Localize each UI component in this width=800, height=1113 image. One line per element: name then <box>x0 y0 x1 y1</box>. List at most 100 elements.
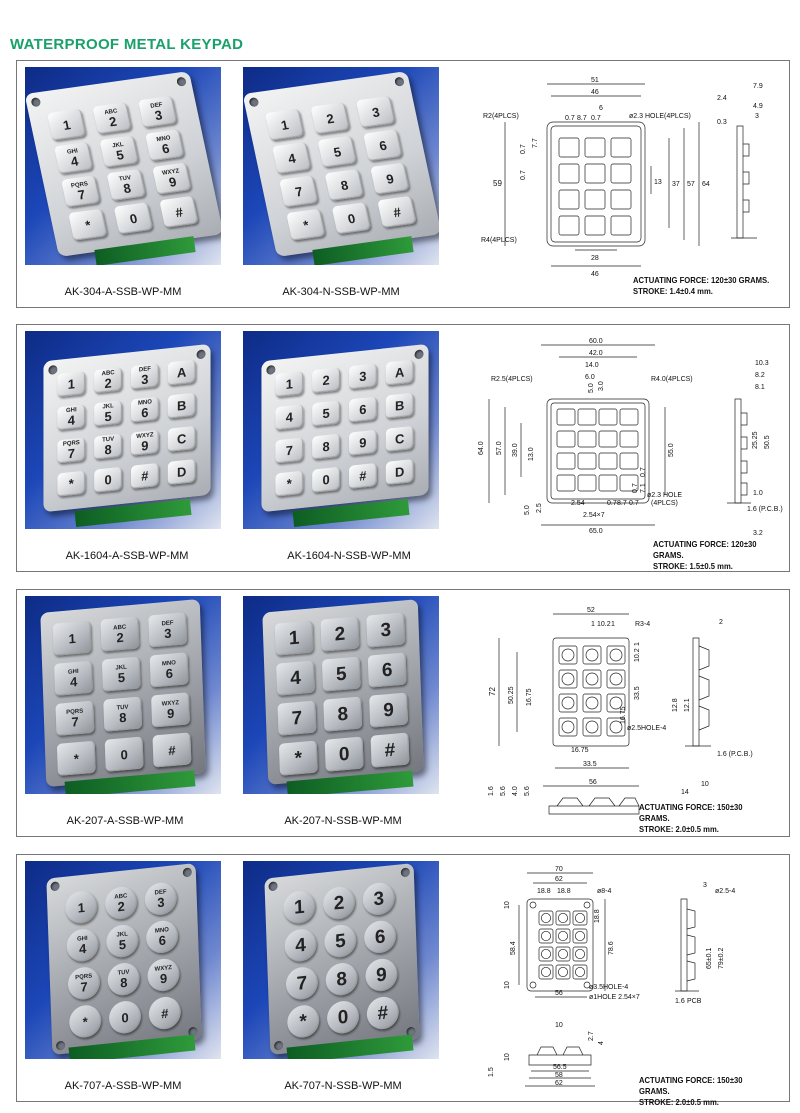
key-8[interactable]: 8 <box>323 696 363 732</box>
key-7[interactable]: 7 <box>279 175 319 208</box>
key-2[interactable]: 2 <box>322 885 356 921</box>
key-5[interactable]: 5 <box>321 656 361 692</box>
key-a[interactable]: A <box>385 359 414 386</box>
key-6[interactable]: 6 <box>348 396 377 423</box>
key-star[interactable]: * <box>275 470 304 497</box>
key-1[interactable]: 1 <box>282 889 316 925</box>
key-3[interactable]: 3 <box>362 881 396 917</box>
key-3[interactable]: 3 <box>366 612 406 648</box>
key-star[interactable]: * <box>56 740 96 776</box>
key-4[interactable]: 4 <box>284 927 318 963</box>
key-2[interactable]: 2 <box>320 616 360 652</box>
key-4[interactable]: 4 <box>276 660 316 696</box>
key-b[interactable]: B <box>167 392 196 419</box>
key-5[interactable]: 5 <box>317 135 358 168</box>
key-hash[interactable]: # <box>366 995 400 1031</box>
key-1[interactable]: 1 <box>64 889 98 925</box>
key-0[interactable]: 0 <box>324 736 364 772</box>
key-5[interactable]: 5 <box>312 400 341 427</box>
key-5[interactable]: 5 <box>323 923 357 959</box>
key-1[interactable]: 1 <box>264 108 305 141</box>
key-hash[interactable]: # <box>159 195 199 228</box>
key-6[interactable]: 6 <box>363 919 397 955</box>
key-7[interactable]: 7 <box>277 700 317 736</box>
key-c[interactable]: C <box>167 425 196 452</box>
key-1[interactable]: 1 <box>52 620 92 656</box>
key-star[interactable]: * <box>278 740 318 776</box>
key-7[interactable]: 7 <box>275 437 304 464</box>
key-8[interactable]: 8 <box>312 433 341 460</box>
key-0[interactable]: 0 <box>331 202 372 235</box>
key-star[interactable]: * <box>286 1003 320 1040</box>
key-6[interactable]: 6 <box>363 129 403 162</box>
key-1[interactable]: 1 <box>274 620 314 656</box>
key-9[interactable]: 9 <box>369 692 409 728</box>
key-0[interactable]: 0 <box>312 466 341 493</box>
key-1[interactable]: 1 <box>57 371 86 398</box>
key-0[interactable]: 0 <box>94 466 123 493</box>
key-7[interactable]: 7 <box>285 965 319 1002</box>
key-0[interactable]: 0 <box>104 736 144 772</box>
key-star[interactable]: * <box>68 1003 102 1040</box>
key-hash[interactable]: # <box>370 732 410 768</box>
key-d[interactable]: D <box>385 458 414 486</box>
key-hash[interactable]: # <box>130 462 159 489</box>
key-8[interactable]: 8 <box>325 961 359 997</box>
key-d[interactable]: D <box>167 458 196 486</box>
key-a[interactable]: A <box>167 359 196 386</box>
key-star[interactable]: * <box>68 208 108 241</box>
key-0[interactable]: 0 <box>113 202 154 235</box>
key-0[interactable]: 0 <box>326 999 360 1035</box>
key-9[interactable]: 9 <box>365 957 398 993</box>
key-1[interactable]: 1 <box>275 371 304 398</box>
key-star[interactable]: * <box>286 208 326 241</box>
key-hash[interactable]: # <box>148 995 182 1031</box>
key-2[interactable]: 2 <box>310 102 350 135</box>
key-0[interactable]: 0 <box>108 999 142 1035</box>
key-3[interactable]: 3 <box>348 363 377 390</box>
key-star[interactable]: * <box>57 470 86 497</box>
key-hash[interactable]: # <box>152 732 192 768</box>
key-4[interactable]: 4 <box>272 141 312 175</box>
key-hash[interactable]: # <box>348 462 377 489</box>
key-6[interactable]: 6 <box>367 652 407 688</box>
key-8[interactable]: 8 <box>324 168 365 201</box>
key-4[interactable]: 4 <box>275 404 304 431</box>
key-c[interactable]: C <box>385 425 414 452</box>
key-3[interactable]: 3 <box>356 95 396 128</box>
key-9[interactable]: 9 <box>348 429 377 456</box>
key-b[interactable]: B <box>385 392 414 419</box>
key-9[interactable]: 9 <box>370 162 410 195</box>
key-hash[interactable]: # <box>377 195 417 228</box>
